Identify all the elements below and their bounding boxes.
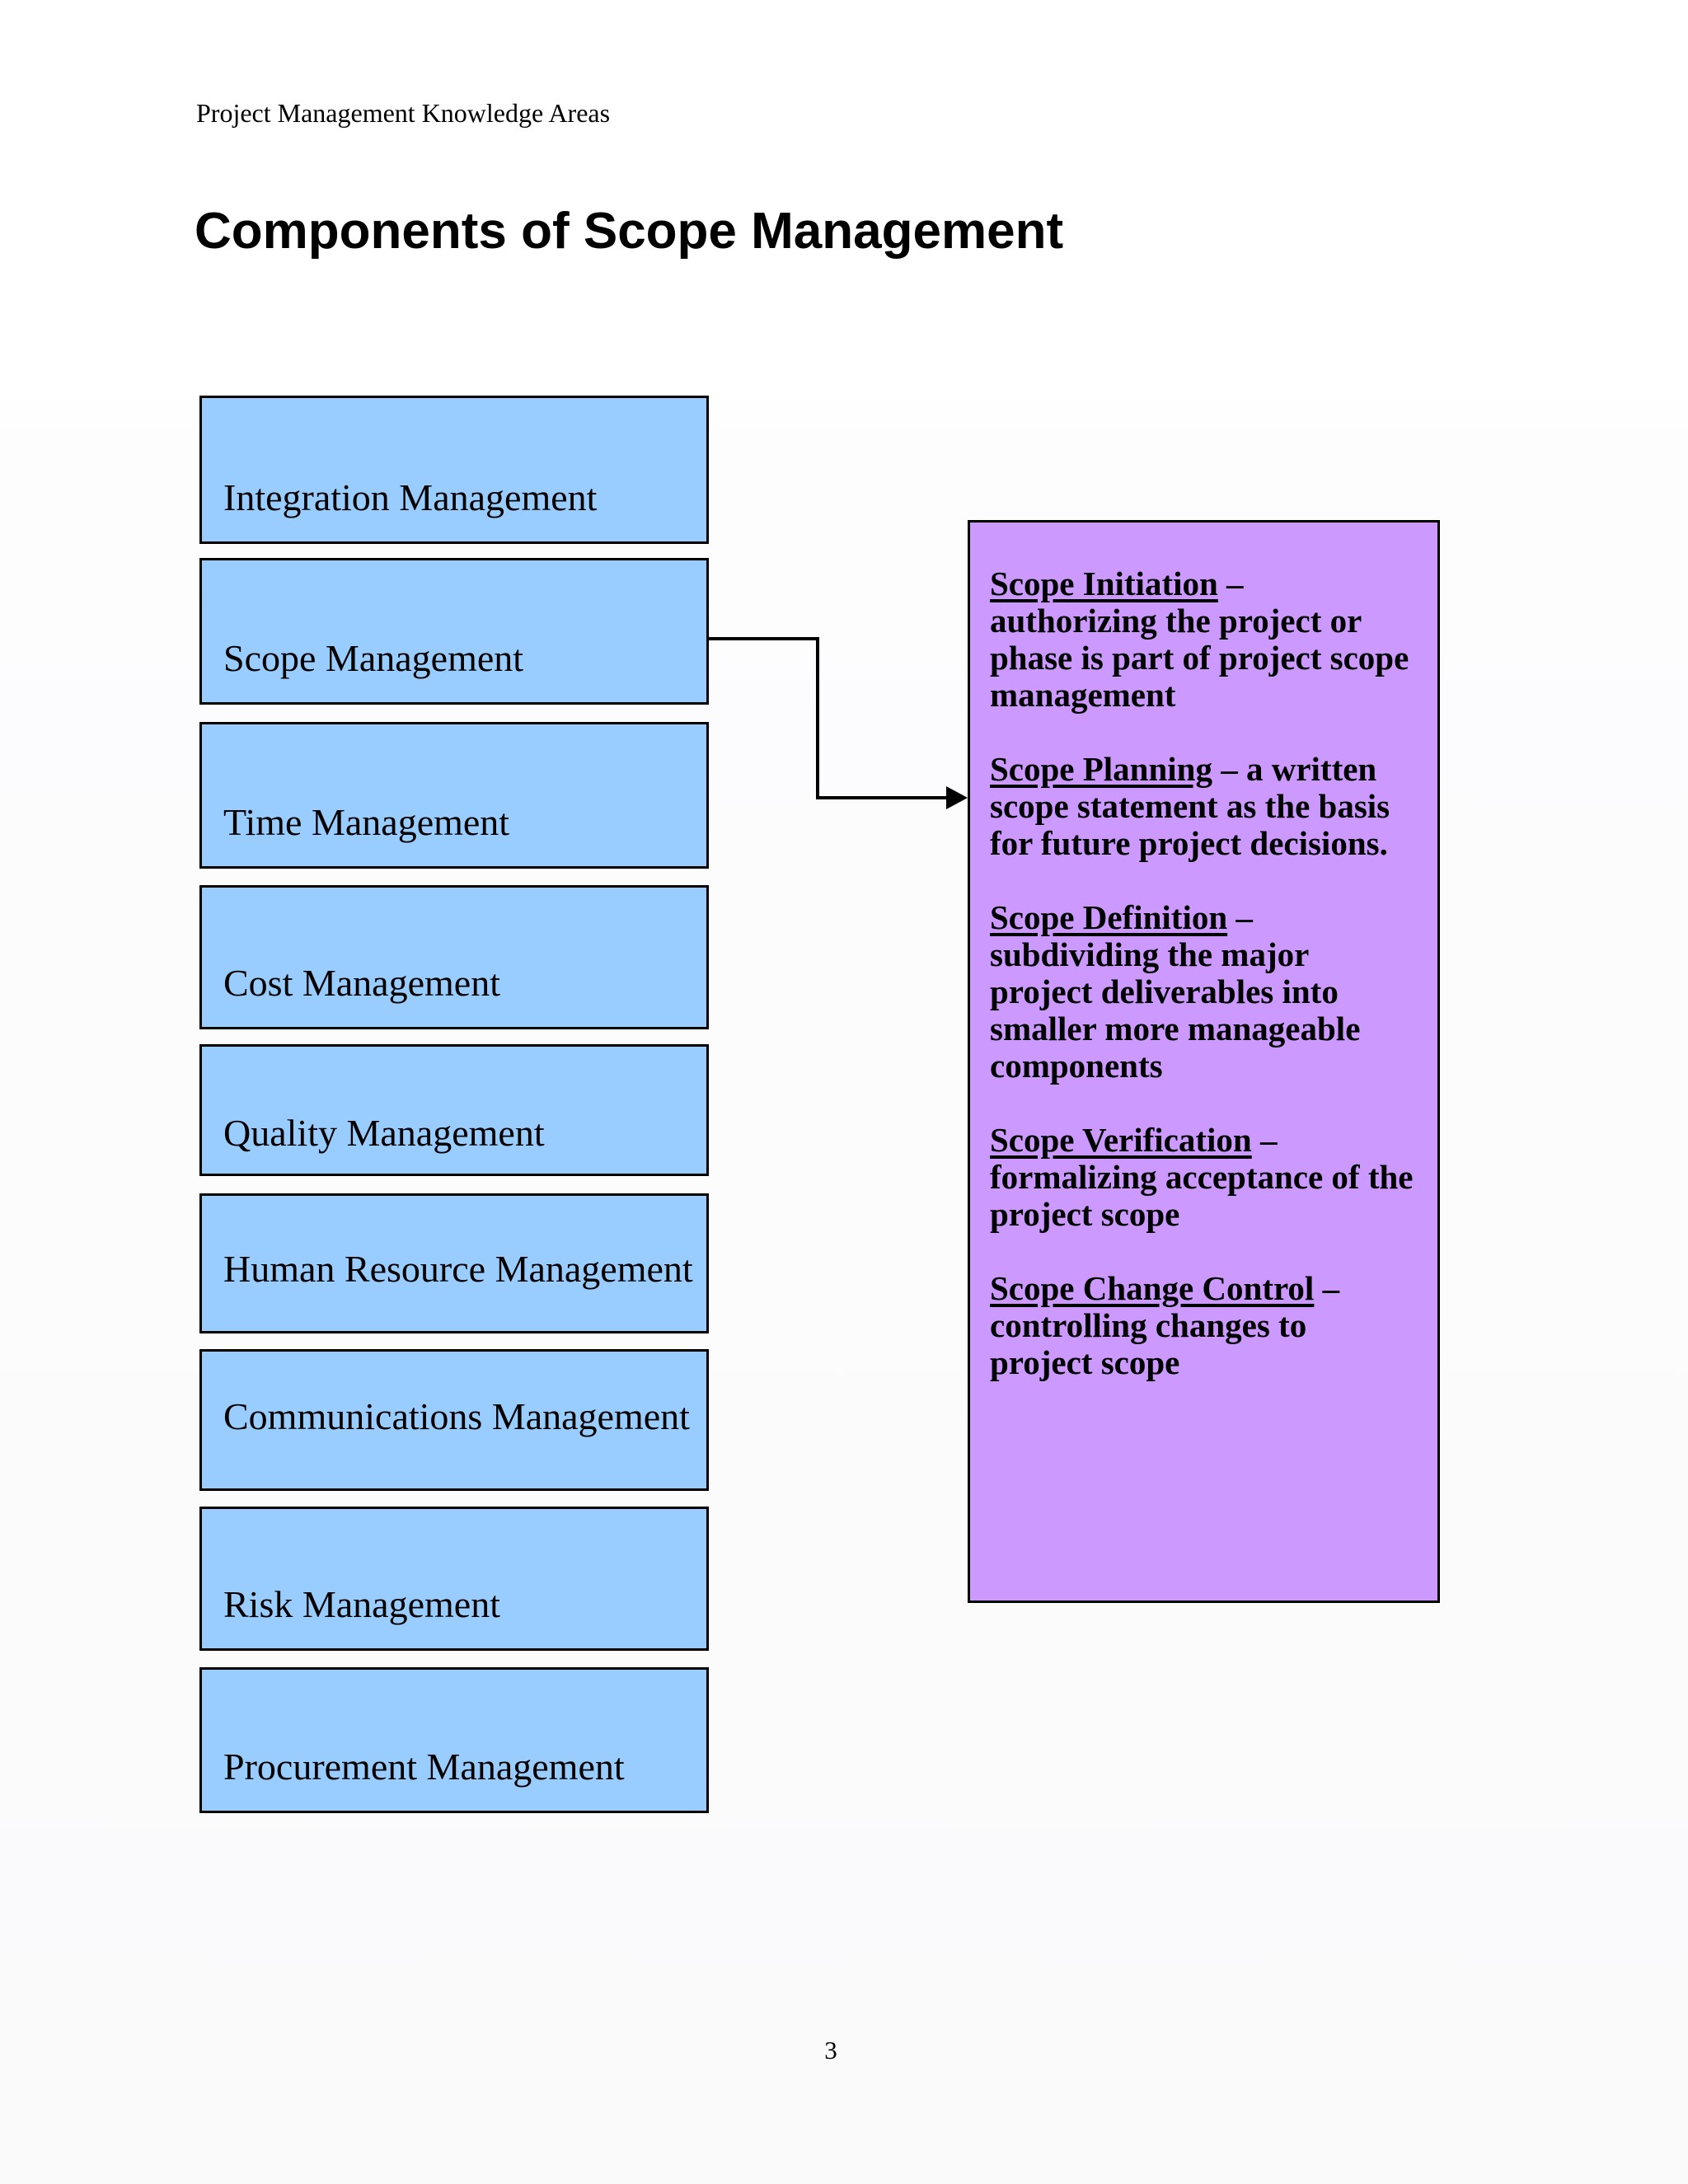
scope-term: Scope Change Control <box>990 1269 1315 1307</box>
knowledge-area-box-cost-management: Cost Management <box>199 885 709 1029</box>
arrowhead-icon <box>946 786 968 809</box>
knowledge-area-box-quality-management: Quality Management <box>199 1044 709 1176</box>
knowledge-area-label: Quality Management <box>223 1112 545 1154</box>
scope-term: Scope Definition <box>990 898 1228 936</box>
knowledge-area-box-risk-management: Risk Management <box>199 1507 709 1651</box>
scope-definition-item: Scope Change Control – controlling chang… <box>990 1270 1414 1381</box>
knowledge-area-label: Communications Management <box>223 1395 690 1437</box>
scope-term: Scope Verification <box>990 1121 1252 1159</box>
page-number: 3 <box>824 2036 837 2064</box>
knowledge-area-box-integration-management: Integration Management <box>199 396 709 544</box>
knowledge-area-box-procurement-management: Procurement Management <box>199 1667 709 1813</box>
scope-term: Scope Planning <box>990 750 1212 788</box>
knowledge-area-label: Procurement Management <box>223 1746 625 1788</box>
knowledge-area-box-time-management: Time Management <box>199 722 709 869</box>
scope-term-definition: – controlling changes to project scope <box>990 1269 1340 1381</box>
knowledge-area-label: Cost Management <box>223 962 500 1004</box>
knowledge-area-label: Scope Management <box>223 637 524 679</box>
scope-detail-panel: Scope Initiation – authorizing the proje… <box>968 520 1440 1603</box>
knowledge-area-box-communications-management: Communications Management <box>199 1349 709 1491</box>
scope-definition-item: Scope Initiation – authorizing the proje… <box>990 565 1414 714</box>
scope-term-definition: – a written scope statement as the basis… <box>990 750 1390 862</box>
knowledge-area-label: Risk Management <box>223 1583 500 1625</box>
scope-term-definition: – formalizing acceptance of the project … <box>990 1121 1414 1233</box>
scope-definition-item: Scope Verification – formalizing accepta… <box>990 1122 1414 1233</box>
scope-term-definition: – authorizing the project or phase is pa… <box>990 565 1409 714</box>
knowledge-area-box-scope-management: Scope Management <box>199 558 709 705</box>
page-header-text: Project Management Knowledge Areas <box>196 98 611 128</box>
knowledge-area-label: Time Management <box>223 801 510 843</box>
knowledge-area-box-human-resource-management: Human Resource Management <box>199 1193 709 1333</box>
connector-elbow-line <box>707 637 948 799</box>
scope-term: Scope Initiation <box>990 565 1218 602</box>
scope-definition-item: Scope Definition – subdividing the major… <box>990 899 1414 1085</box>
page-title: Components of Scope Management <box>195 203 1064 260</box>
knowledge-area-label: Integration Management <box>223 476 598 518</box>
scope-term-definition: – subdividing the major project delivera… <box>990 898 1361 1085</box>
connector-arrow <box>707 637 968 809</box>
scope-definition-item: Scope Planning – a written scope stateme… <box>990 751 1414 862</box>
knowledge-area-label: Human Resource Management <box>223 1248 693 1290</box>
